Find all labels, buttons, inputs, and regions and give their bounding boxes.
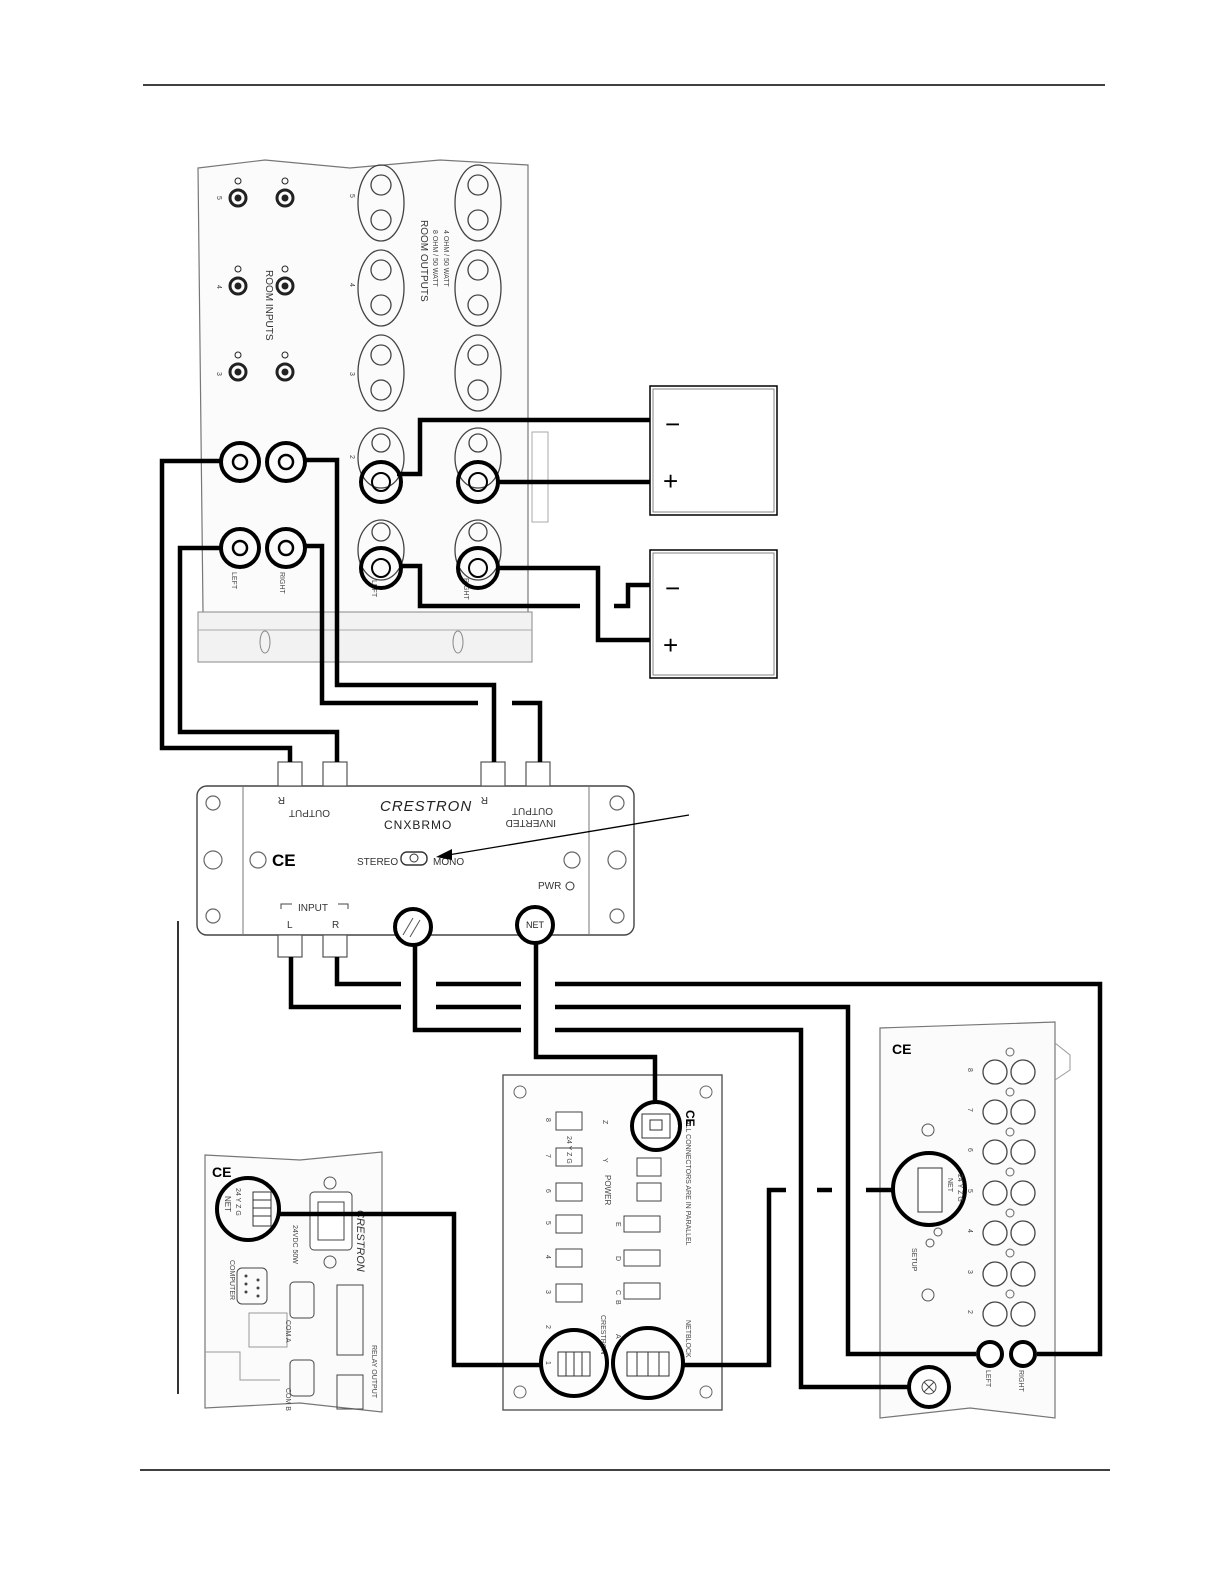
com-b-label: COM B [284,1388,291,1411]
netblock-port-5: 5 [544,1221,551,1225]
input-label: INPUT [298,903,328,914]
netblock-pins: 24 Y Z G [565,1136,572,1164]
channel-2: 2 [966,1310,973,1314]
relay-output-label: RELAY OUTPUT [370,1345,377,1399]
bridge-ground-terminal[interactable] [393,907,433,947]
mono-label: MONO [433,857,464,868]
channel-3: 3 [966,1270,973,1274]
stereo-mono-switch-knob [409,853,419,863]
output-r-label: R [278,794,285,805]
channel-5: 5 [966,1189,973,1193]
processor-net-pins: 24 Y Z G [234,1188,241,1216]
input-l-label: L [287,920,293,931]
output-zone-label-2: 2 [348,455,355,459]
channel-6: 6 [966,1148,973,1152]
room-amplifier: ROOM INPUTS ROOM OUTPUTS 8 OHM / 50 WATT… [197,159,549,663]
netblock-letter-a: A [614,1334,621,1339]
zone-label-5: 5 [215,196,222,200]
processor-net-label: NET [223,1196,232,1212]
netblock-port-8: 8 [544,1118,551,1122]
wiring [159,417,1103,1390]
inverted-label: INVERTED [506,817,556,828]
setup-label: SETUP [910,1248,917,1272]
pwr-led [565,881,575,891]
netblock-letter-e: E [614,1222,621,1227]
channel-4: 4 [966,1229,973,1233]
speaker-upper: − + [649,385,778,516]
netblock-port-numbers: 8 7 6 5 4 3 2 1 [544,1118,551,1365]
audio-distribution: CE 8 7 6 5 4 3 2 SETUP NET 24 Y Z G LEFT… [879,1021,1071,1419]
processor-power-label: 24VDC 50W [291,1225,298,1264]
netblock-letter-c: C [614,1290,621,1295]
stereo-mono-switch[interactable] [400,851,428,866]
netblock-ce-mark: CE [683,1110,697,1127]
processor-brand: CRESTRON [354,1210,366,1272]
distribution-left-input[interactable] [976,1340,1004,1368]
inverted-output-r-label: R [481,794,488,805]
netblock-letter-y: Y [601,1158,608,1163]
speaker-upper-minus: − [665,409,680,439]
spk-right-label: RIGHT [462,578,469,601]
com-a-label: COM A [284,1320,291,1343]
zone-label-3: 3 [215,372,222,376]
stereo-label: STEREO [357,857,398,868]
channel-8: 8 [966,1068,973,1072]
channel-7: 7 [966,1108,973,1112]
netblock-netblock-label: NETBLOCK [684,1320,691,1358]
distribution-right-input[interactable] [1009,1340,1037,1368]
netblock-port-3: 3 [544,1290,551,1294]
speaker-lower-plus: + [663,630,678,660]
speaker-lower-minus: − [665,573,680,603]
speaker-upper-plus: + [663,466,678,496]
rca-left-label: LEFT [230,572,237,590]
distribution-left-label: LEFT [984,1370,991,1388]
netblock-letter-d: D [614,1256,621,1261]
netblock-crestron-label: CRESTRON [599,1315,606,1354]
distribution-net-pins: 24 Y Z G [956,1174,963,1202]
pwr-label: PWR [538,881,561,892]
bridge-ce-mark: CE [272,851,296,870]
distribution-net-label: NET [946,1178,953,1193]
network-block: 8 7 6 5 4 3 2 1 A B C D E Y Z 24 Y Z G P… [502,1074,723,1411]
rca-right-label: RIGHT [278,572,285,595]
room-outputs-title: ROOM OUTPUTS [418,220,429,302]
speaker-lower: − + [649,549,778,679]
processor-ce-mark: CE [212,1164,231,1180]
netblock-port-7: 7 [544,1154,551,1158]
distribution-right-label: RIGHT [1017,1370,1024,1393]
bridge-module: R OUTPUT R OUTPUT INVERTED CRESTRON CNXB… [196,761,635,958]
netblock-power-label: POWER [603,1175,612,1205]
output-zone-label-3: 3 [348,372,355,376]
netblock-letter-b: B [614,1300,621,1305]
processor-net-connector[interactable] [215,1176,281,1242]
room-outputs-rating-4: 4 OHM / 50 WATT [442,230,449,288]
spk-left-label: LEFT [370,580,377,598]
zone-label-4: 4 [215,285,222,289]
control-processor: CE CRESTRON 24VDC 50W COMPUTER COM A COM… [204,1151,383,1413]
output-label: OUTPUT [289,807,330,818]
netblock-port-4: 4 [544,1255,551,1259]
room-inputs-title: ROOM INPUTS [263,270,274,341]
bridge-net-label: NET [526,920,545,930]
netblock-parallel-note: ALL CONNECTORS ARE IN PARALLEL [684,1120,691,1246]
bridge-brand: CRESTRON [380,798,472,815]
bridge-model: CNXBRMO [384,818,452,832]
inverted-output-label: OUTPUT [512,805,553,816]
distribution-ce-mark: CE [892,1041,911,1057]
netblock-letter-z: Z [601,1120,608,1125]
input-r-label: R [332,920,339,931]
netblock-port-6: 6 [544,1189,551,1193]
room-outputs-rating-8: 8 OHM / 50 WATT [431,230,438,288]
output-zone-label-4: 4 [348,283,355,287]
netblock-port-2: 2 [544,1325,551,1329]
output-zone-label-5: 5 [348,194,355,198]
netblock-port-1: 1 [544,1361,551,1365]
computer-label: COMPUTER [228,1260,235,1300]
switch-callout-arrow [436,814,690,860]
